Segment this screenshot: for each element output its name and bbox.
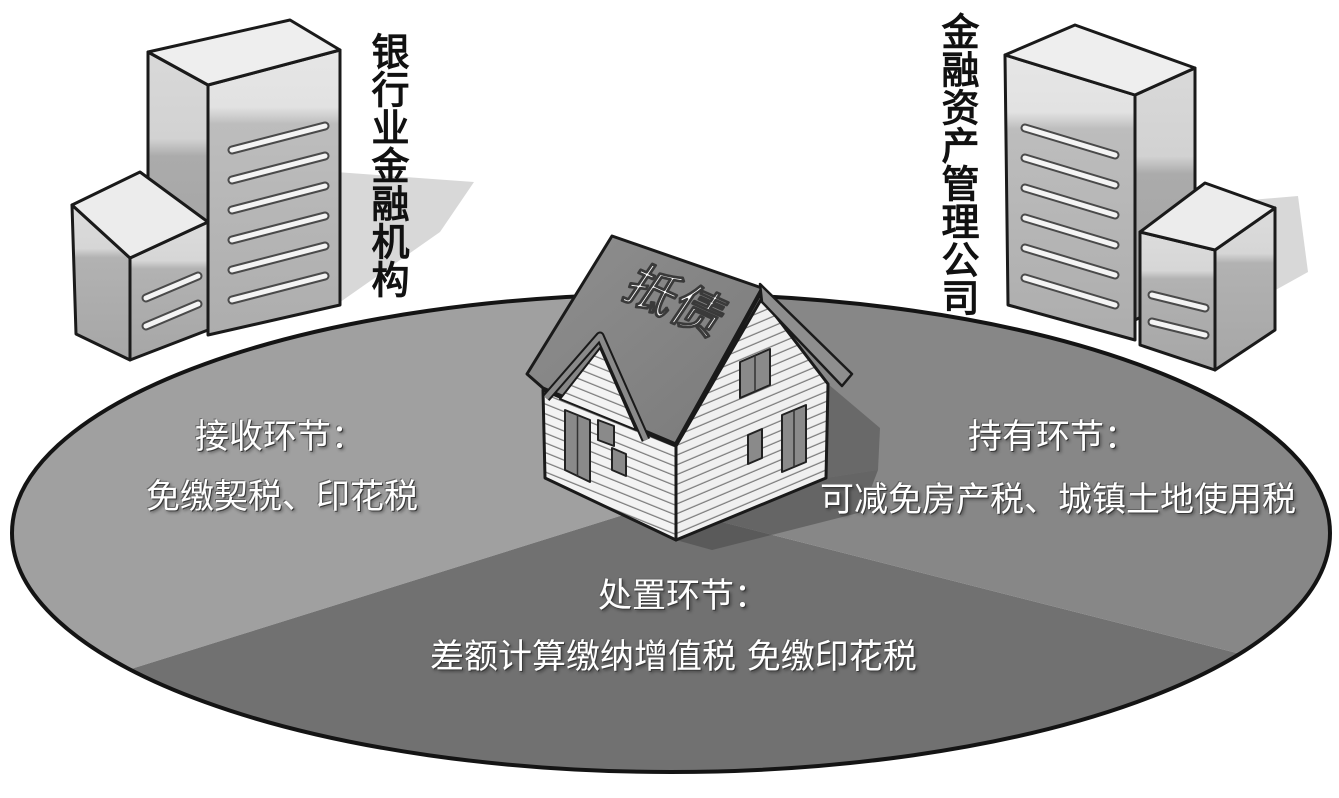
- foreclosed-house: 抵债: [525, 234, 880, 550]
- house-window: [747, 428, 763, 465]
- bank-buildings: [70, 18, 474, 362]
- bank-small-window-stripes: [143, 273, 201, 329]
- bank-small-building-roof: [70, 170, 210, 260]
- amc-small-building-roof: [1138, 181, 1277, 252]
- amc-small-window-stripes: [1149, 292, 1208, 338]
- receive-sector: [12, 294, 660, 710]
- amc-label: 金融资产管理公司: [935, 12, 979, 316]
- amc-buildings: [1003, 23, 1308, 372]
- house-ground-shadow: [676, 470, 878, 550]
- bank-building-shadow: [336, 172, 474, 305]
- hold-stage-detail: 可减免房产税、城镇土地使用税: [820, 480, 1296, 520]
- house-dormer-roof-edge: [544, 333, 649, 442]
- house-roof-front-edge: [674, 288, 764, 446]
- hold-stage-title: 持有环节：: [968, 417, 1138, 457]
- bank-tall-building-roof: [146, 18, 342, 87]
- receive-stage-detail: 免缴契税、印花税: [146, 477, 418, 517]
- dispose-sector: [12, 505, 1330, 772]
- house-right-wall: [674, 296, 830, 542]
- dispose-stage-title: 处置环节：: [598, 576, 768, 616]
- dispose-stage-detail: 差额计算缴纳增值税 免缴印花税: [430, 637, 917, 677]
- house-window: [597, 419, 615, 447]
- receive-stage-title: 接收环节：: [195, 417, 365, 457]
- amc-tall-building-roof: [1003, 23, 1197, 97]
- bank-tall-window-stripes: [229, 123, 328, 303]
- amc-tall-window-stripes: [1022, 125, 1118, 308]
- bank-institution-label: 银行业金融机构: [365, 32, 409, 298]
- house-dormer-gable: [559, 347, 637, 431]
- house-roof-trim: [758, 282, 854, 388]
- house-window: [611, 447, 627, 477]
- house-side-shadow: [826, 384, 880, 478]
